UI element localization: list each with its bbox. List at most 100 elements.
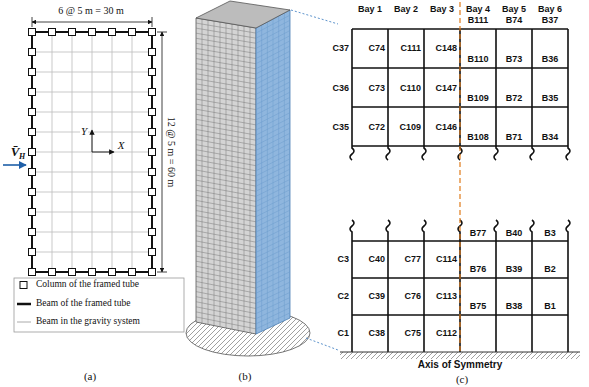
mesh-line xyxy=(196,64,256,74)
mesh-line xyxy=(196,271,256,283)
mesh-line xyxy=(256,113,290,130)
tube-column xyxy=(149,169,156,176)
mesh-line xyxy=(256,36,290,54)
building-mesh xyxy=(196,1,290,334)
tube-column xyxy=(69,269,76,276)
tube-column xyxy=(129,29,136,36)
column-label: C112 xyxy=(436,329,457,338)
legend-box xyxy=(14,278,184,332)
mesh-line xyxy=(196,150,256,161)
mesh-line xyxy=(196,185,256,196)
bay-label: Bay 1 xyxy=(358,5,382,14)
axis-label: Y xyxy=(80,126,88,137)
mesh-line xyxy=(256,87,290,105)
tube-column xyxy=(129,269,136,276)
axes-arrows xyxy=(92,130,114,152)
mesh-line xyxy=(196,89,256,99)
tube-column xyxy=(89,29,96,36)
mesh-line xyxy=(256,41,290,59)
mesh-line xyxy=(196,129,256,140)
mesh-line xyxy=(196,276,256,288)
mesh-line xyxy=(256,262,290,278)
legend-text: Column of the framed tube xyxy=(36,280,139,290)
column-label: C72 xyxy=(368,123,385,132)
mesh-line xyxy=(256,179,290,196)
tube-column xyxy=(29,49,36,56)
beam-label: B71 xyxy=(506,133,523,142)
gravity-beam xyxy=(32,252,152,253)
mesh-line xyxy=(256,133,290,150)
tube-column xyxy=(29,269,36,276)
mesh-line xyxy=(256,195,290,212)
mesh-line xyxy=(256,169,290,186)
beam-label: B36 xyxy=(542,55,559,64)
mesh-line xyxy=(196,226,256,237)
mesh-line xyxy=(256,164,290,181)
mesh-line xyxy=(256,108,290,125)
ground-hatch xyxy=(340,352,580,359)
mesh-line xyxy=(256,154,290,171)
column-label: C147 xyxy=(435,84,457,93)
mesh-line xyxy=(256,159,290,176)
frame-column xyxy=(422,29,426,160)
building-roof xyxy=(196,1,290,28)
tube-column xyxy=(29,89,36,96)
tube-column xyxy=(149,109,156,116)
tube-column xyxy=(149,209,156,216)
mesh-line xyxy=(196,104,256,115)
mesh-line xyxy=(196,246,256,258)
column-label: C40 xyxy=(368,255,385,264)
mesh-line xyxy=(256,97,290,114)
frame-beam xyxy=(352,240,568,242)
column-label: C148 xyxy=(435,44,457,53)
mesh-line xyxy=(256,292,290,308)
building-face xyxy=(256,10,290,334)
tube-column xyxy=(69,29,76,36)
mesh-line xyxy=(256,174,290,191)
axis-label: X xyxy=(117,140,126,151)
mesh-line xyxy=(256,102,290,119)
beam-label: B75 xyxy=(470,302,487,311)
tube-column xyxy=(29,29,36,36)
mesh-line xyxy=(256,251,290,267)
column-label: C1 xyxy=(337,329,349,338)
mesh-line xyxy=(256,61,290,79)
beam-label: B110 xyxy=(467,55,488,64)
mesh-line xyxy=(196,140,256,151)
mesh-line xyxy=(256,256,290,272)
beam-label: B40 xyxy=(506,229,523,238)
tube-column xyxy=(149,89,156,96)
mesh-line xyxy=(196,190,256,201)
mesh-line xyxy=(256,313,290,329)
mesh-line xyxy=(256,149,290,166)
mesh-line xyxy=(196,124,256,135)
gravity-beam xyxy=(32,112,152,113)
mesh-line xyxy=(256,226,290,243)
beam-label: B37 xyxy=(542,16,559,25)
symmetry-axis xyxy=(459,2,460,352)
mesh-line xyxy=(196,94,256,105)
mesh-line xyxy=(196,114,256,125)
tube-column xyxy=(149,29,156,36)
mesh-line xyxy=(196,69,256,79)
mesh-line xyxy=(196,165,256,176)
mesh-line xyxy=(196,211,256,222)
mesh-line xyxy=(196,74,256,84)
frame-column xyxy=(386,220,390,352)
column-label: C76 xyxy=(404,292,421,301)
beam-label: B3 xyxy=(544,229,556,238)
column-label: C109 xyxy=(399,123,421,132)
mesh-line xyxy=(196,99,256,110)
mesh-line xyxy=(196,160,256,171)
frame-column xyxy=(566,220,570,352)
load-arrow xyxy=(3,164,26,166)
frame-column xyxy=(350,29,354,160)
mesh-line xyxy=(256,303,290,319)
mesh-line xyxy=(256,297,290,313)
mesh-line xyxy=(256,241,290,258)
gravity-beam xyxy=(32,92,152,93)
tube-column xyxy=(149,189,156,196)
beam-label: B35 xyxy=(542,94,559,103)
frame-column xyxy=(566,29,570,160)
leader-lines xyxy=(291,10,338,350)
